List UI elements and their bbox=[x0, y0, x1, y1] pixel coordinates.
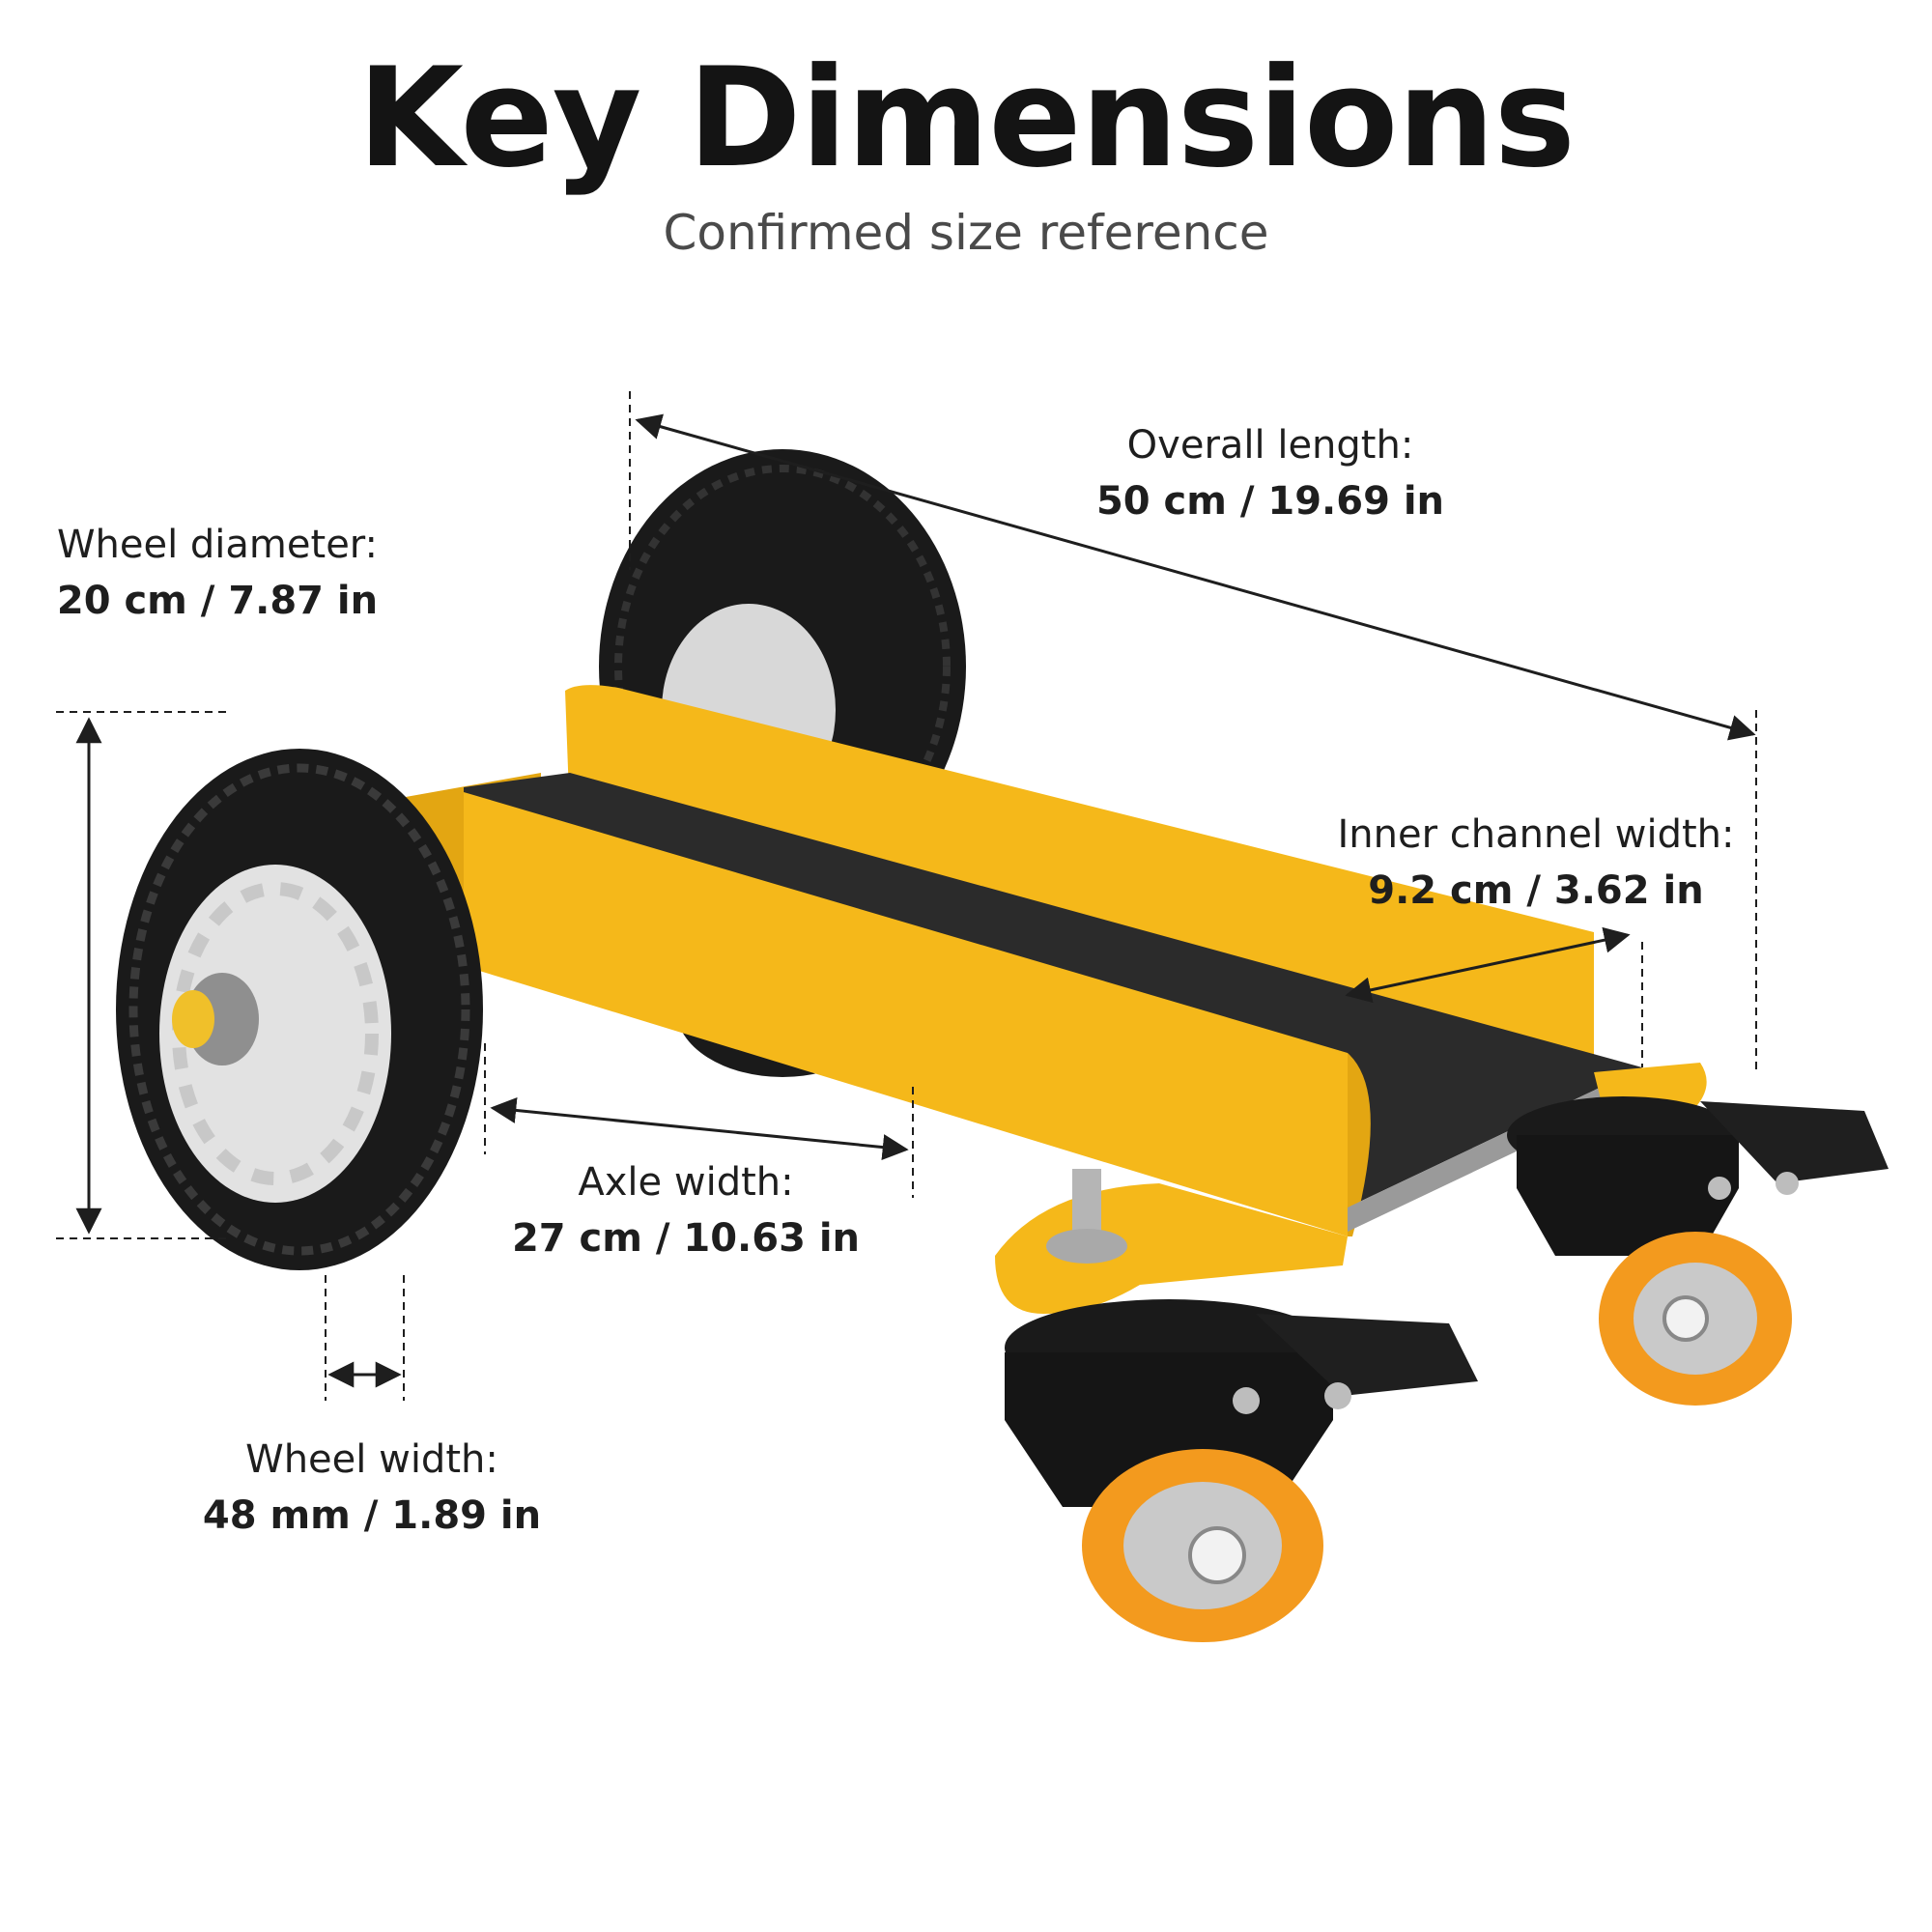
overall-length-value: 50 cm / 19.69 in bbox=[1095, 479, 1445, 524]
axle-width-label: Axle width: 27 cm / 10.63 in bbox=[502, 1154, 869, 1266]
axle-width-dimension bbox=[484, 1043, 914, 1198]
wheel-width-dimension bbox=[325, 1275, 405, 1401]
axle-nut-icon bbox=[172, 990, 214, 1048]
frame bbox=[464, 685, 1707, 1314]
axle-width-value: 27 cm / 10.63 in bbox=[511, 1216, 861, 1261]
axle-width-name: Axle width: bbox=[578, 1160, 794, 1205]
page-subtitle: Confirmed size reference bbox=[663, 205, 1269, 261]
overall-length-label: Overall length: 50 cm / 19.69 in bbox=[1053, 417, 1488, 529]
rear-caster bbox=[1507, 1096, 1889, 1406]
wheel-width-name: Wheel width: bbox=[245, 1437, 498, 1482]
inner-channel-width-value: 9.2 cm / 3.62 in bbox=[1368, 868, 1704, 913]
inner-channel-width-label: Inner channel width: 9.2 cm / 3.62 in bbox=[1333, 807, 1739, 919]
overall-length-dimension bbox=[629, 391, 1757, 1072]
overall-length-name: Overall length: bbox=[1126, 423, 1414, 468]
front-wheel bbox=[116, 749, 483, 1270]
rear-caster-brake-pedal bbox=[1700, 1101, 1889, 1183]
inner-channel-width-dimension bbox=[1345, 926, 1643, 1067]
wheel-diameter-dimension bbox=[56, 711, 232, 1239]
wheel-width-value: 48 mm / 1.89 in bbox=[202, 1493, 542, 1538]
front-caster-brake-pedal bbox=[1256, 1314, 1478, 1396]
wheel-width-label: Wheel width: 48 mm / 1.89 in bbox=[188, 1432, 555, 1544]
bolt-icon bbox=[1072, 1169, 1101, 1236]
inner-channel-width-name: Inner channel width: bbox=[1337, 812, 1735, 857]
front-caster bbox=[1005, 1169, 1478, 1642]
page-title: Key Dimensions bbox=[356, 39, 1576, 198]
wheel-diameter-label: Wheel diameter: 20 cm / 7.87 in bbox=[39, 517, 396, 629]
wheel-diameter-value: 20 cm / 7.87 in bbox=[56, 579, 379, 623]
wheel-diameter-name: Wheel diameter: bbox=[56, 523, 379, 567]
